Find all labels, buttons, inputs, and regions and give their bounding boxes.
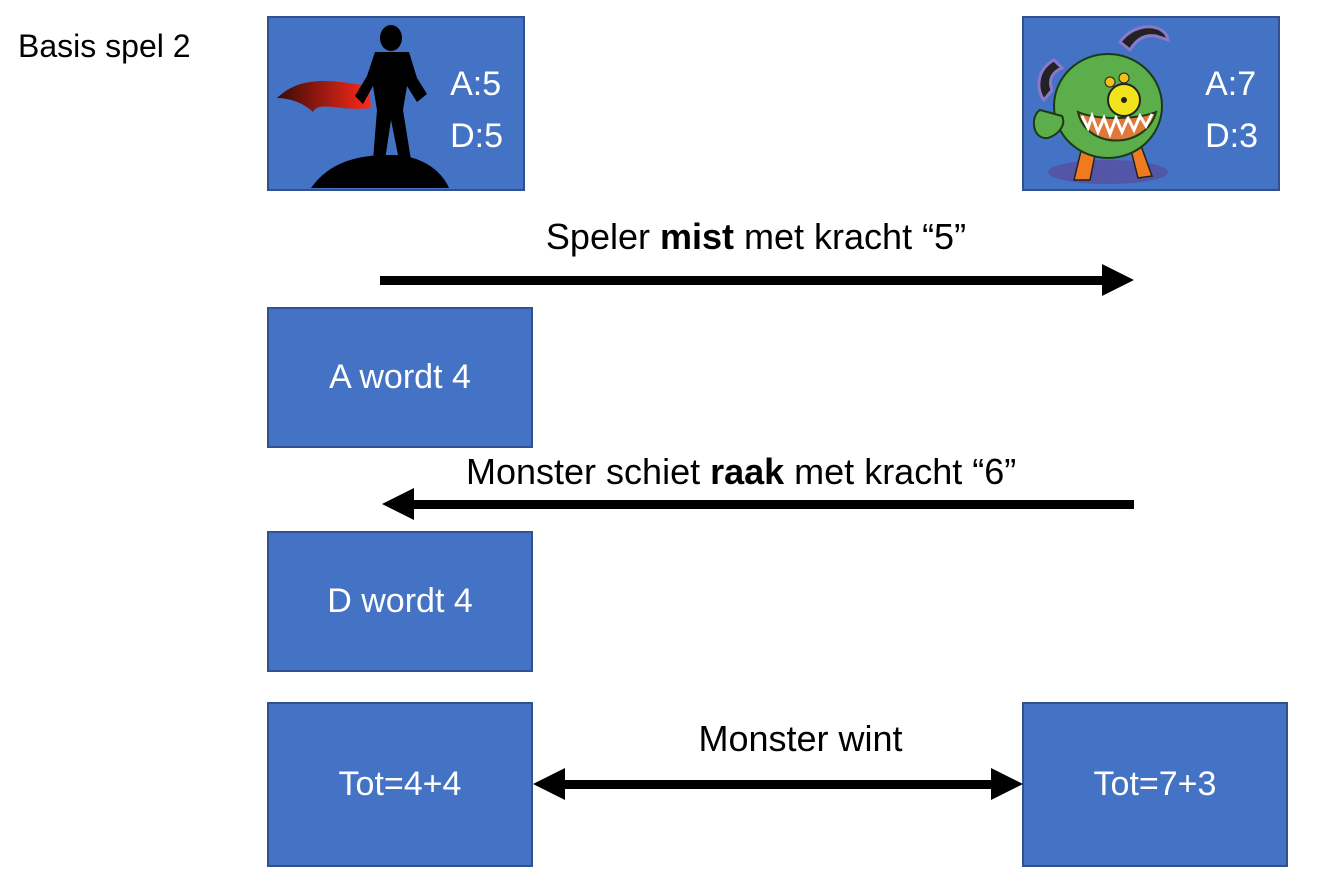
step-2-outcome: raak — [710, 451, 785, 492]
player-total-box: Tot=4+4 — [267, 702, 533, 867]
player-defense-result: D wordt 4 — [267, 531, 533, 672]
player-card: A:5 D:5 — [267, 16, 525, 191]
step-1-outcome: mist — [659, 216, 735, 257]
monster-icon — [1032, 25, 1170, 184]
player-attack-result: A wordt 4 — [267, 307, 533, 448]
monster-total-box: Tot=7+3 — [1022, 702, 1288, 867]
outcome-label: Monster wint — [698, 718, 903, 759]
arrow-double — [533, 768, 1023, 800]
step-1-label: Speler mist met kracht “5” — [545, 216, 967, 257]
player-attack-stat: A:5 — [450, 65, 502, 103]
arrow-right — [380, 264, 1134, 296]
hero-silhouette-icon — [277, 25, 449, 188]
diagram-title: Basis spel 2 — [18, 28, 191, 64]
monster-attack-stat: A:7 — [1205, 65, 1257, 103]
monster-card: A:7 D:3 — [1022, 16, 1280, 191]
player-defense-stat: D:5 — [450, 117, 503, 155]
arrow-left — [382, 488, 1134, 520]
monster-defense-stat: D:3 — [1205, 117, 1258, 155]
step-2-label: Monster schiet raak met kracht “6” — [466, 451, 1017, 492]
